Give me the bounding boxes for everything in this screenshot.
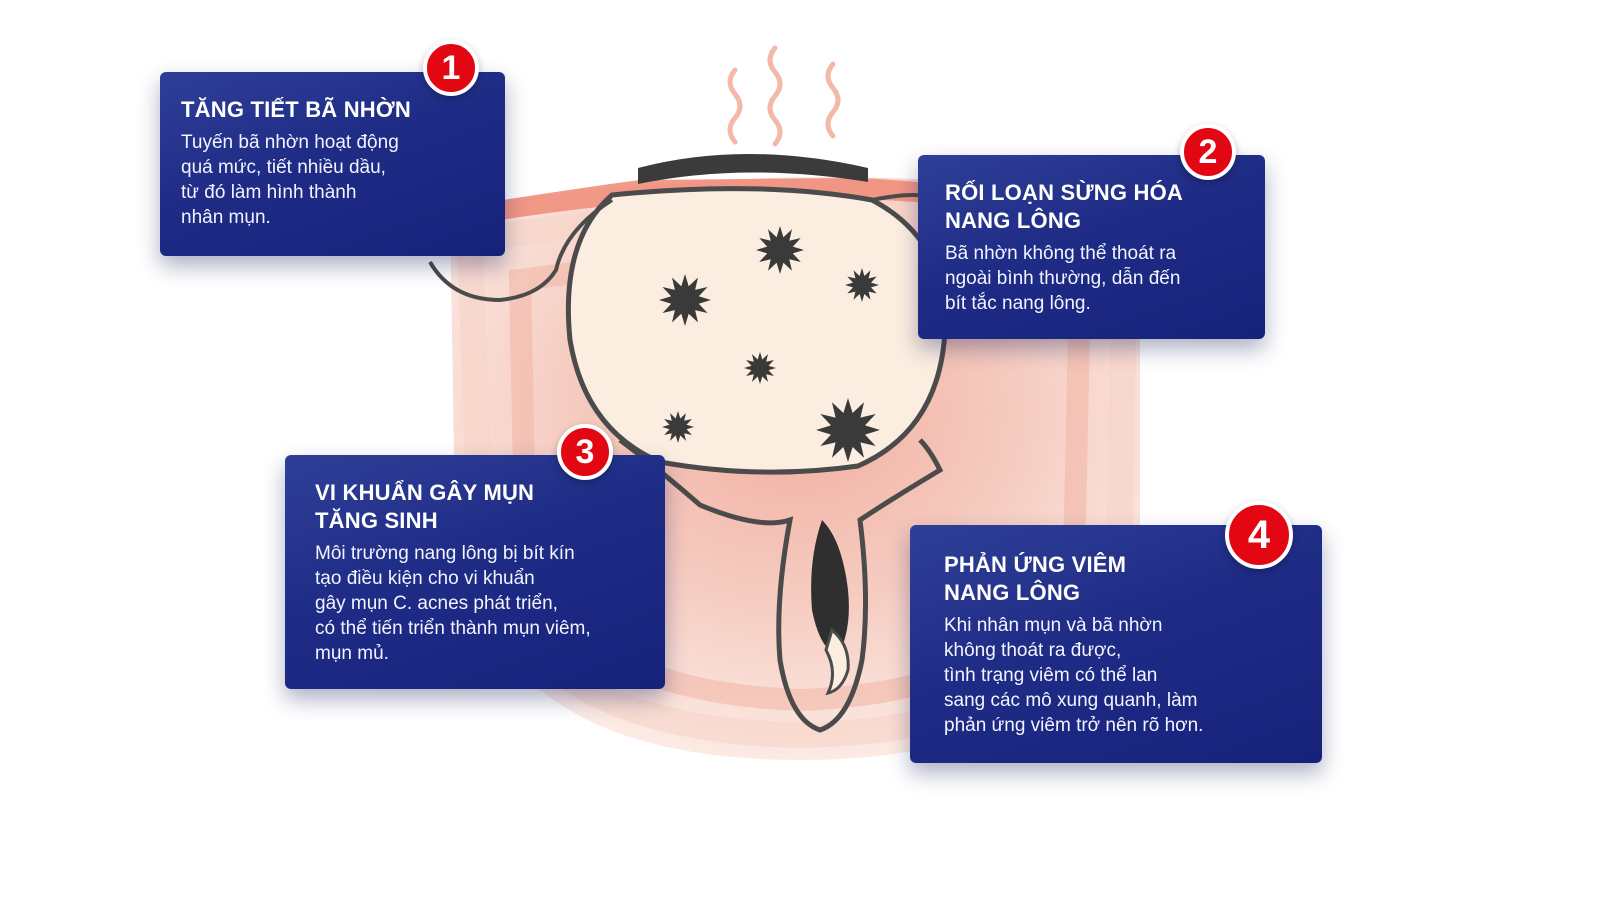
skin-outline-left xyxy=(428,198,614,303)
step-number-badge: 1 xyxy=(423,40,479,96)
step-description: Khi nhân mụn và bã nhờn không thoát ra đ… xyxy=(944,615,1204,736)
step-title: VI KHUẨN GÂY MỤN TĂNG SINH xyxy=(315,480,535,533)
hair-plug xyxy=(811,520,849,655)
step-card-3: 3 VI KHUẨN GÂY MỤN TĂNG SINH Môi trường … xyxy=(285,424,665,689)
step-number-badge: 2 xyxy=(1180,124,1236,180)
step-card-1: 1 TĂNG TIẾT BÃ NHỜN Tuyến bã nhờn hoạt đ… xyxy=(160,40,505,256)
step-description: Tuyến bã nhờn hoạt động quá mức, tiết nh… xyxy=(181,132,399,228)
step-card-4: 4 PHẢN ỨNG VIÊM NANG LÔNG Khi nhân mụn v… xyxy=(910,501,1322,763)
follicle-channel xyxy=(618,438,944,733)
step-title: RỐI LOẠN SỪNG HÓA NANG LÔNG xyxy=(945,180,1183,233)
blackhead-cap-icon xyxy=(638,154,868,184)
step-description: Môi trường nang lông bị bít kín tạo điều… xyxy=(315,543,591,664)
bacteria-icon xyxy=(845,268,879,302)
bacteria-icon xyxy=(816,398,880,462)
step-card-2: 2 RỐI LOẠN SỪNG HÓA NANG LÔNG Bã nhờn kh… xyxy=(918,124,1265,339)
heat-wave-icon xyxy=(727,45,841,147)
bacteria-icon xyxy=(744,352,776,384)
step-title: TĂNG TIẾT BÃ NHỜN xyxy=(181,97,411,122)
bacteria-icon xyxy=(659,274,711,326)
bacteria-icon xyxy=(662,411,694,443)
step-number-badge: 4 xyxy=(1225,501,1293,569)
step-title: PHẢN ỨNG VIÊM NANG LÔNG xyxy=(944,552,1127,605)
bacteria-icon xyxy=(756,226,804,274)
step-description: Bã nhờn không thể thoát ra ngoài bình th… xyxy=(945,243,1181,314)
step-number-badge: 3 xyxy=(557,424,613,480)
follicle-sebum xyxy=(565,186,948,475)
hair-strand-icon xyxy=(824,627,850,696)
bacteria-group xyxy=(659,226,880,462)
